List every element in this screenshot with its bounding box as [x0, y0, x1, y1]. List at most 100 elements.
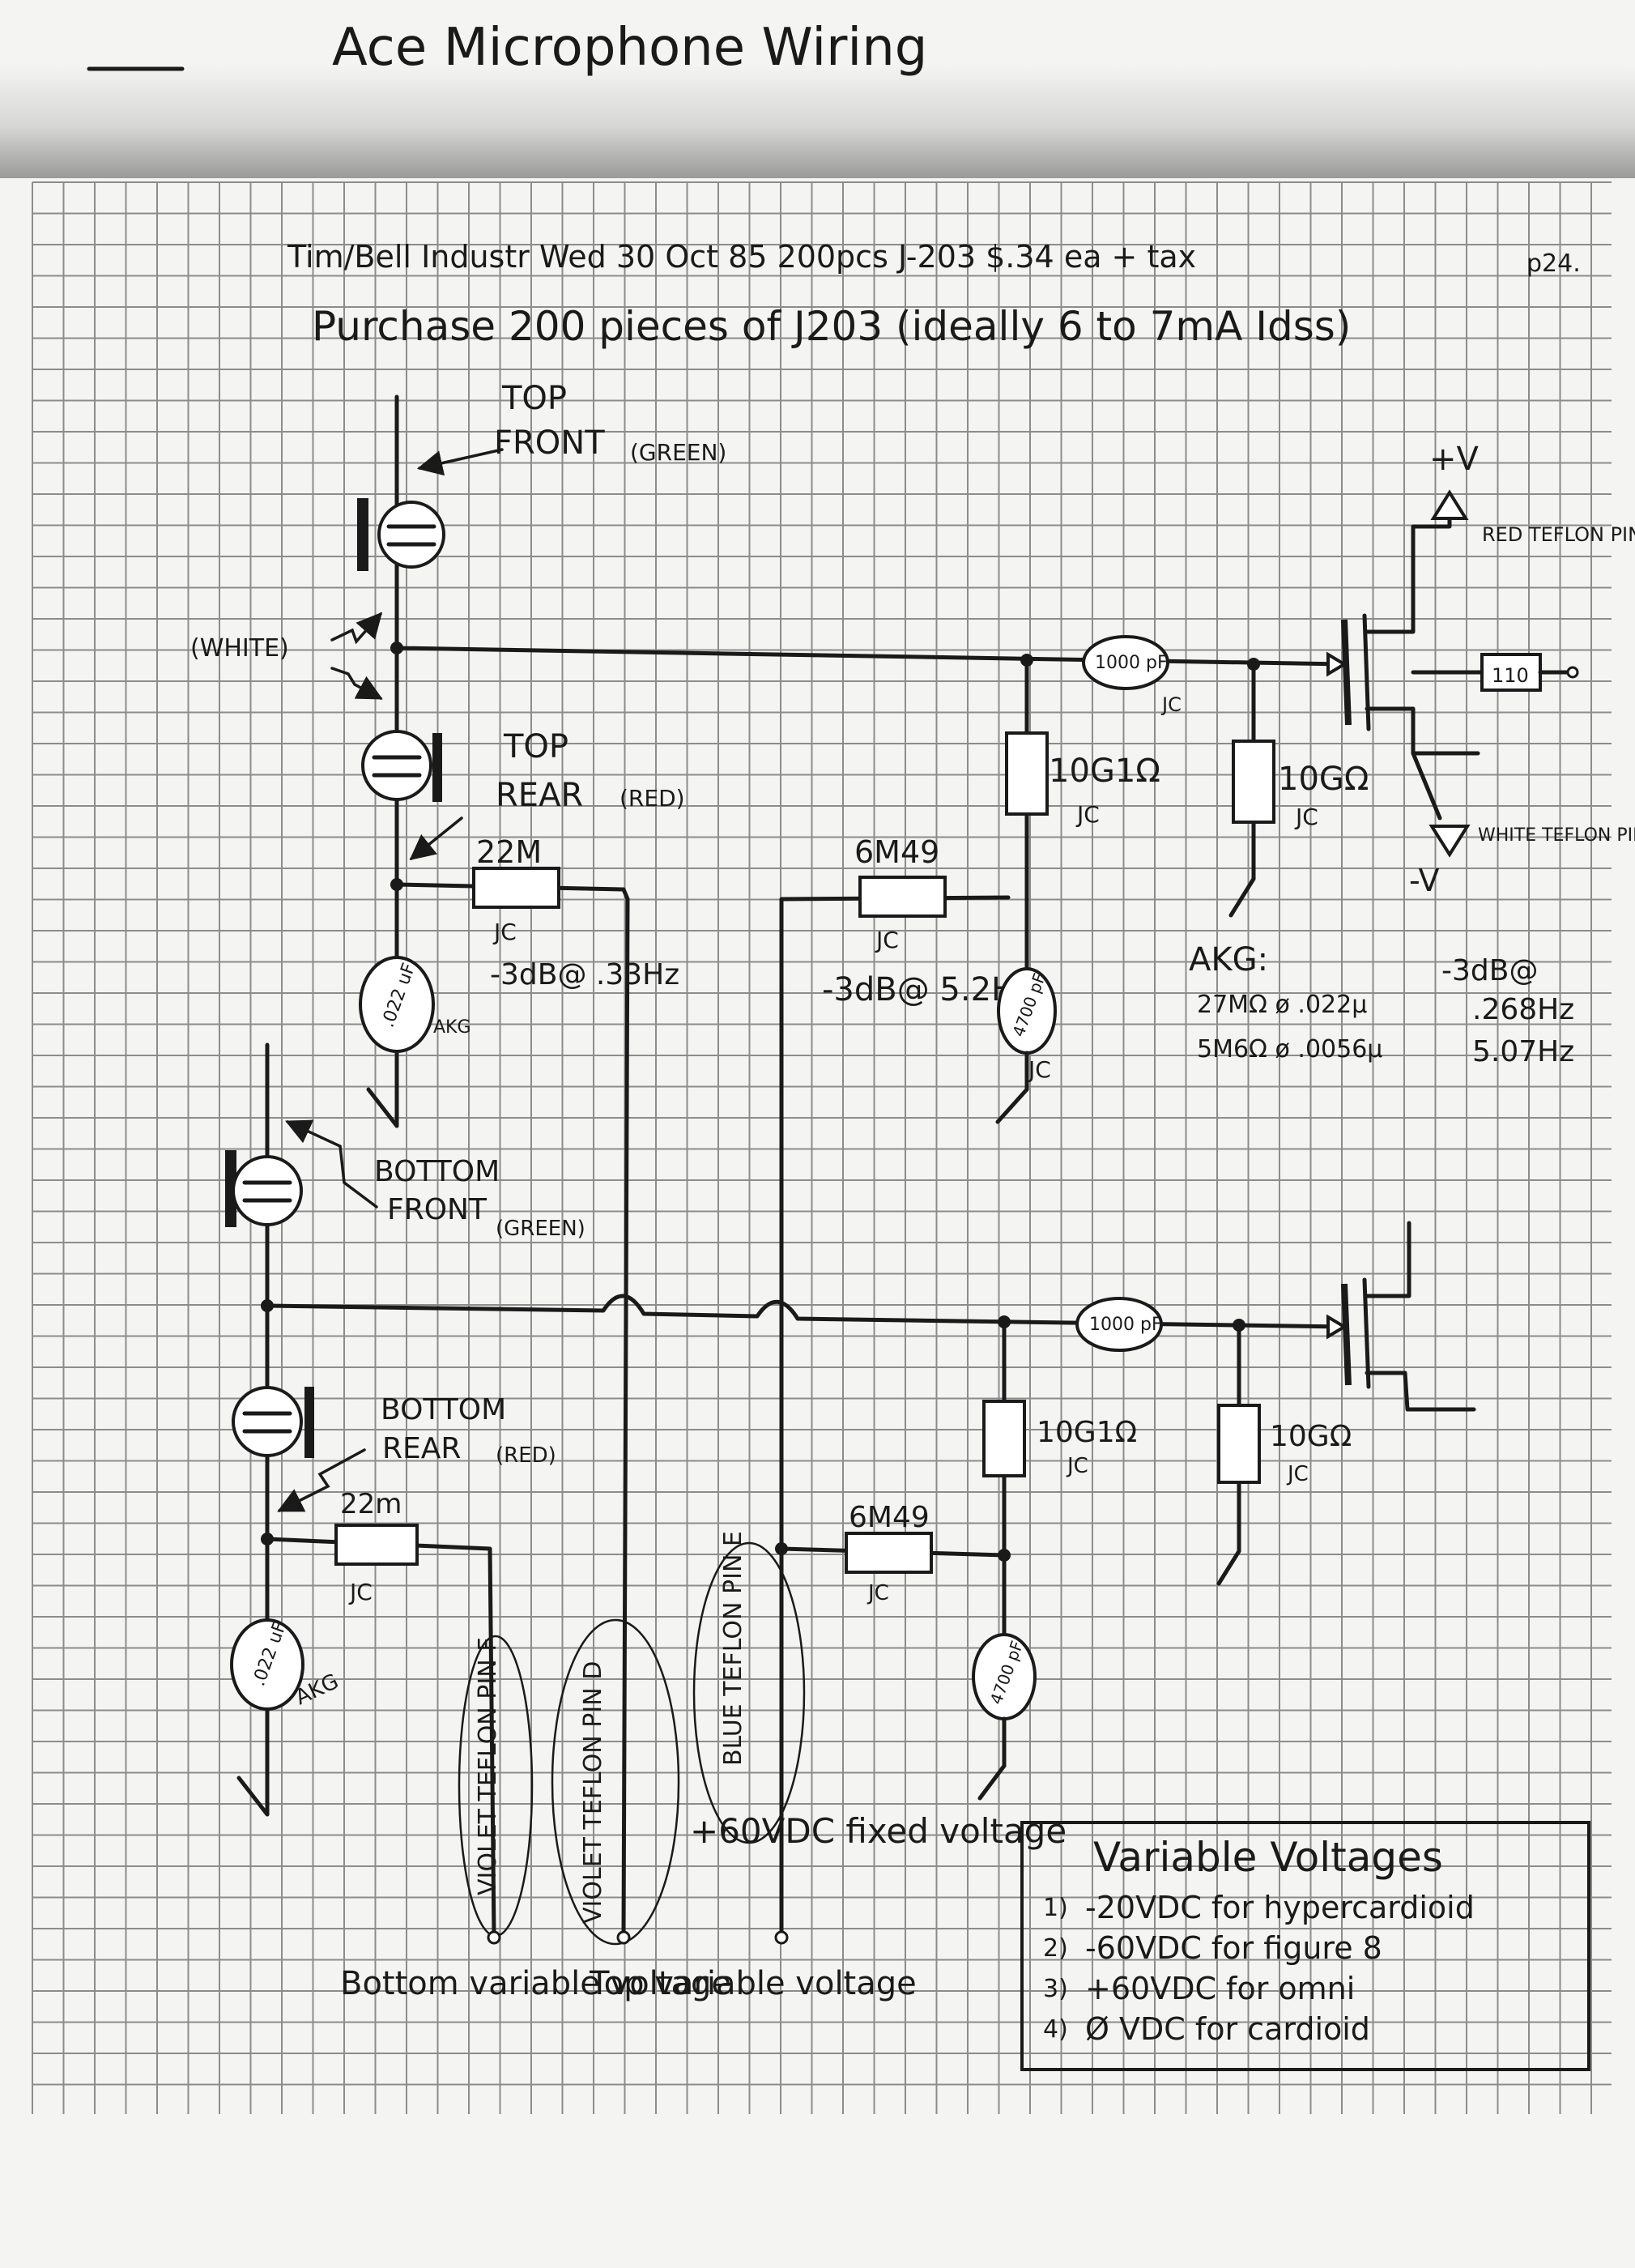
top-10g1-value: 10G1Ω — [1049, 752, 1160, 790]
top-10g-maker: JC — [1294, 804, 1318, 830]
vv-item-1-text: -20VDC for hypercardioid — [1085, 1890, 1475, 1925]
bottom-var-label: Bottom variable voltage — [340, 1965, 731, 2002]
bottom-4700-ground — [977, 1763, 1007, 1801]
akg-col-heading: -3dB@ — [1441, 954, 1538, 987]
vv-item-1-num: 1) — [1043, 1894, 1068, 1922]
top-10g-ground — [1228, 876, 1256, 918]
bottom-10g-value: 10GΩ — [1270, 1420, 1352, 1453]
top-signal-line — [394, 646, 1347, 667]
vv-item-2-num: 2) — [1043, 1934, 1068, 1963]
bottom-rear-color: (RED) — [496, 1443, 556, 1468]
rc-33hz-line: -3dB@ .33Hz — [490, 958, 679, 991]
output-terminal — [1566, 666, 1579, 679]
top-4700-maker: JC — [1027, 1056, 1051, 1083]
top-1000-maker: JC — [1160, 693, 1182, 716]
top-front-arrow — [416, 448, 504, 476]
top-10g1-maker: JC — [1075, 801, 1100, 828]
top-22m-value: 22M — [476, 834, 542, 870]
vv-item-4-num: 4) — [1043, 2015, 1068, 2044]
top-6m49-resistor — [858, 876, 947, 918]
bottom-ground-mark — [236, 1776, 270, 1817]
akg-row2-spec: 5M6Ω ø .0056µ — [1197, 1035, 1382, 1064]
bottom-10g-maker: JC — [1286, 1462, 1309, 1486]
top-10g1-resistor — [1005, 731, 1049, 816]
vv-item-4-text: Ø VDC for cardioid — [1085, 2011, 1370, 2047]
bottom-rear-arrow — [277, 1448, 366, 1512]
red-teflon-label: RED TEFLON PIN G — [1482, 523, 1635, 546]
vv-item-3-text: +60VDC for omni — [1085, 1971, 1355, 2006]
violet-f-label: VIOLET TEFLON PIN F — [474, 1638, 502, 1895]
bottom-22m-maker: JC — [348, 1579, 373, 1605]
variable-voltages-box — [1020, 1821, 1590, 2071]
white-arrow-down — [330, 667, 383, 700]
akg-row2-freq: 5.07Hz — [1472, 1035, 1574, 1068]
junction — [261, 1533, 274, 1545]
junction — [261, 1299, 274, 1312]
bottom-10g1-value: 10G1Ω — [1037, 1416, 1137, 1449]
fixed-voltage-label: +60VDC fixed voltage — [690, 1811, 1067, 1851]
bottom-22m-value: 22m — [340, 1488, 402, 1520]
bottom-front-capsule — [225, 1150, 303, 1227]
top-var-label: Top variable voltage — [589, 1965, 917, 2002]
bottom-10g-resistor — [1217, 1404, 1261, 1484]
plus-v-label: +V — [1429, 441, 1480, 478]
fixed-voltage-wire — [779, 895, 1011, 1938]
top-rear-arrow — [409, 816, 463, 860]
vv-item-3-num: 3) — [1043, 1975, 1068, 2003]
bottom-1000-value: 1000 pF — [1089, 1315, 1162, 1335]
top-rear-color: (RED) — [620, 785, 685, 812]
top-front-color: (GREEN) — [630, 439, 726, 466]
bottom-signal-line — [265, 1294, 1347, 1329]
bottom-22m-resistor — [334, 1524, 419, 1566]
bottom-6m49-maker: JC — [866, 1581, 889, 1605]
top-22m-resistor — [472, 867, 560, 909]
blue-e-label: BLUE TEFLON PIN E — [719, 1531, 747, 1766]
page-title: Ace Microphone Wiring — [332, 18, 927, 78]
akg-row1-spec: 27MΩ ø .022µ — [1197, 991, 1367, 1019]
top-22m-maker: JC — [492, 919, 517, 945]
white-wire-label: (WHITE) — [190, 634, 289, 663]
page-bottom-margin — [0, 2114, 1635, 2268]
top-rear-line1: TOP — [503, 728, 568, 765]
violet-d-label: VIOLET TEFLON PIN D — [579, 1661, 607, 1924]
purchase-note: Purchase 200 pieces of J203 (ideally 6 t… — [312, 303, 1351, 350]
vv-item-2-text: -60VDC for figure 8 — [1085, 1930, 1382, 1966]
top-022-capacitor — [359, 956, 435, 1053]
bottom-rear-capsule — [232, 1386, 314, 1458]
top-rear-capsule — [361, 730, 442, 802]
bottom-var-voltage-wire — [265, 1537, 496, 1938]
junction — [390, 642, 403, 654]
top-front-line1: TOP — [501, 380, 567, 417]
top-10g-value: 10GΩ — [1278, 761, 1369, 798]
bottom-jfet — [1326, 1221, 1476, 1412]
white-teflon-label: WHITE TEFLON PIN C — [1478, 825, 1635, 846]
graph-grid — [32, 181, 1612, 2114]
junction — [775, 1542, 788, 1555]
bottom-rear-line1: BOTTOM — [381, 1393, 506, 1426]
top-1000-value: 1000 pF — [1095, 653, 1168, 673]
top-rear-line2: REAR — [496, 777, 583, 814]
bottom-rear-line2: REAR — [382, 1432, 461, 1465]
plus-v-symbol — [1430, 489, 1469, 520]
page-number: p24. — [1526, 249, 1581, 278]
top-022-maker: AKG — [433, 1017, 471, 1038]
blue-e-oval — [692, 1541, 806, 1844]
bottom-6m49-value: 6M49 — [849, 1501, 930, 1534]
top-10g-resistor — [1232, 740, 1275, 824]
violet-d-oval — [551, 1618, 680, 1946]
bottom-front-color: (GREEN) — [496, 1217, 585, 1241]
top-1000-capacitor — [1082, 635, 1169, 690]
junction — [390, 878, 403, 891]
bottom-6m49-resistor — [845, 1532, 933, 1574]
page-shadow — [0, 65, 1635, 178]
order-note: Tim/Bell Industr Wed 30 Oct 85 200pcs J-… — [287, 239, 1196, 275]
bottom-front-line1: BOTTOM — [374, 1155, 500, 1188]
r110-value: 110 — [1492, 664, 1529, 687]
bottom-10g1-maker: JC — [1066, 1454, 1088, 1478]
r110-resistor — [1480, 653, 1542, 692]
top-4700-ground — [995, 1087, 1029, 1124]
top-6m49-value: 6M49 — [854, 834, 939, 870]
top-front-capsule — [357, 498, 445, 571]
pin-f-terminal — [487, 1930, 501, 1945]
